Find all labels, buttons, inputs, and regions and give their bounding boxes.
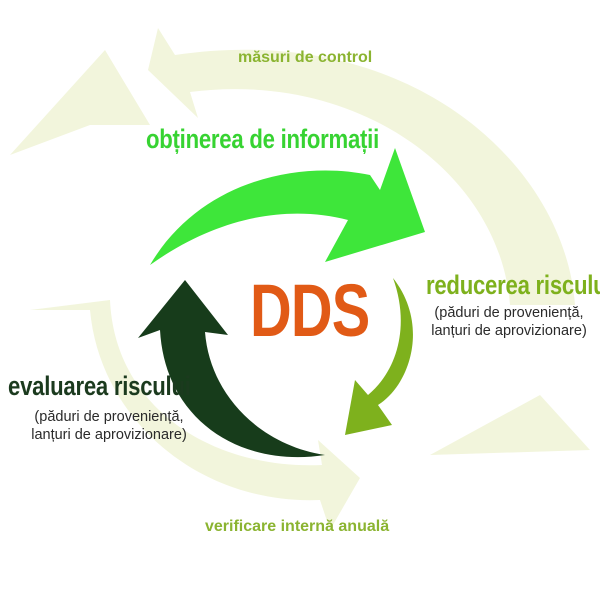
stage-subtitle-risk-evaluation: (păduri de proveniență, lanțuri de aprov… [30,408,188,444]
stage-subtitle-risk-reduction: (păduri de proveniență, lanțuri de aprov… [430,304,588,340]
stage-arrow-risk-evaluation [138,280,325,458]
stage-title-risk-evaluation: evaluarea riscului [8,371,191,401]
outer-cycle-arrow-left [10,50,150,155]
outer-label-annual-internal-check: verificare internă anuală [205,518,390,535]
outer-cycle-arrow-top [148,28,575,305]
outer-cycle-arrow-bottom [30,300,360,530]
stage-subtitle-line: (păduri de proveniență, [34,409,184,425]
stage-title-information: obținerea de informații [146,124,380,154]
stage-subtitle-line: (păduri de proveniență, [434,305,584,321]
outer-cycle-arrow-right [430,395,590,455]
outer-label-control-measures: măsuri de control [238,49,373,66]
stage-arrow-information [150,148,425,265]
stage-subtitle-line: lanțuri de aprovizionare) [431,323,587,339]
stage-subtitle-line: lanțuri de aprovizionare) [31,427,187,443]
center-label: DDS [250,269,370,352]
stage-title-risk-reduction: reducerea riscului [426,270,600,300]
stage-arrow-risk-reduction [345,278,413,435]
